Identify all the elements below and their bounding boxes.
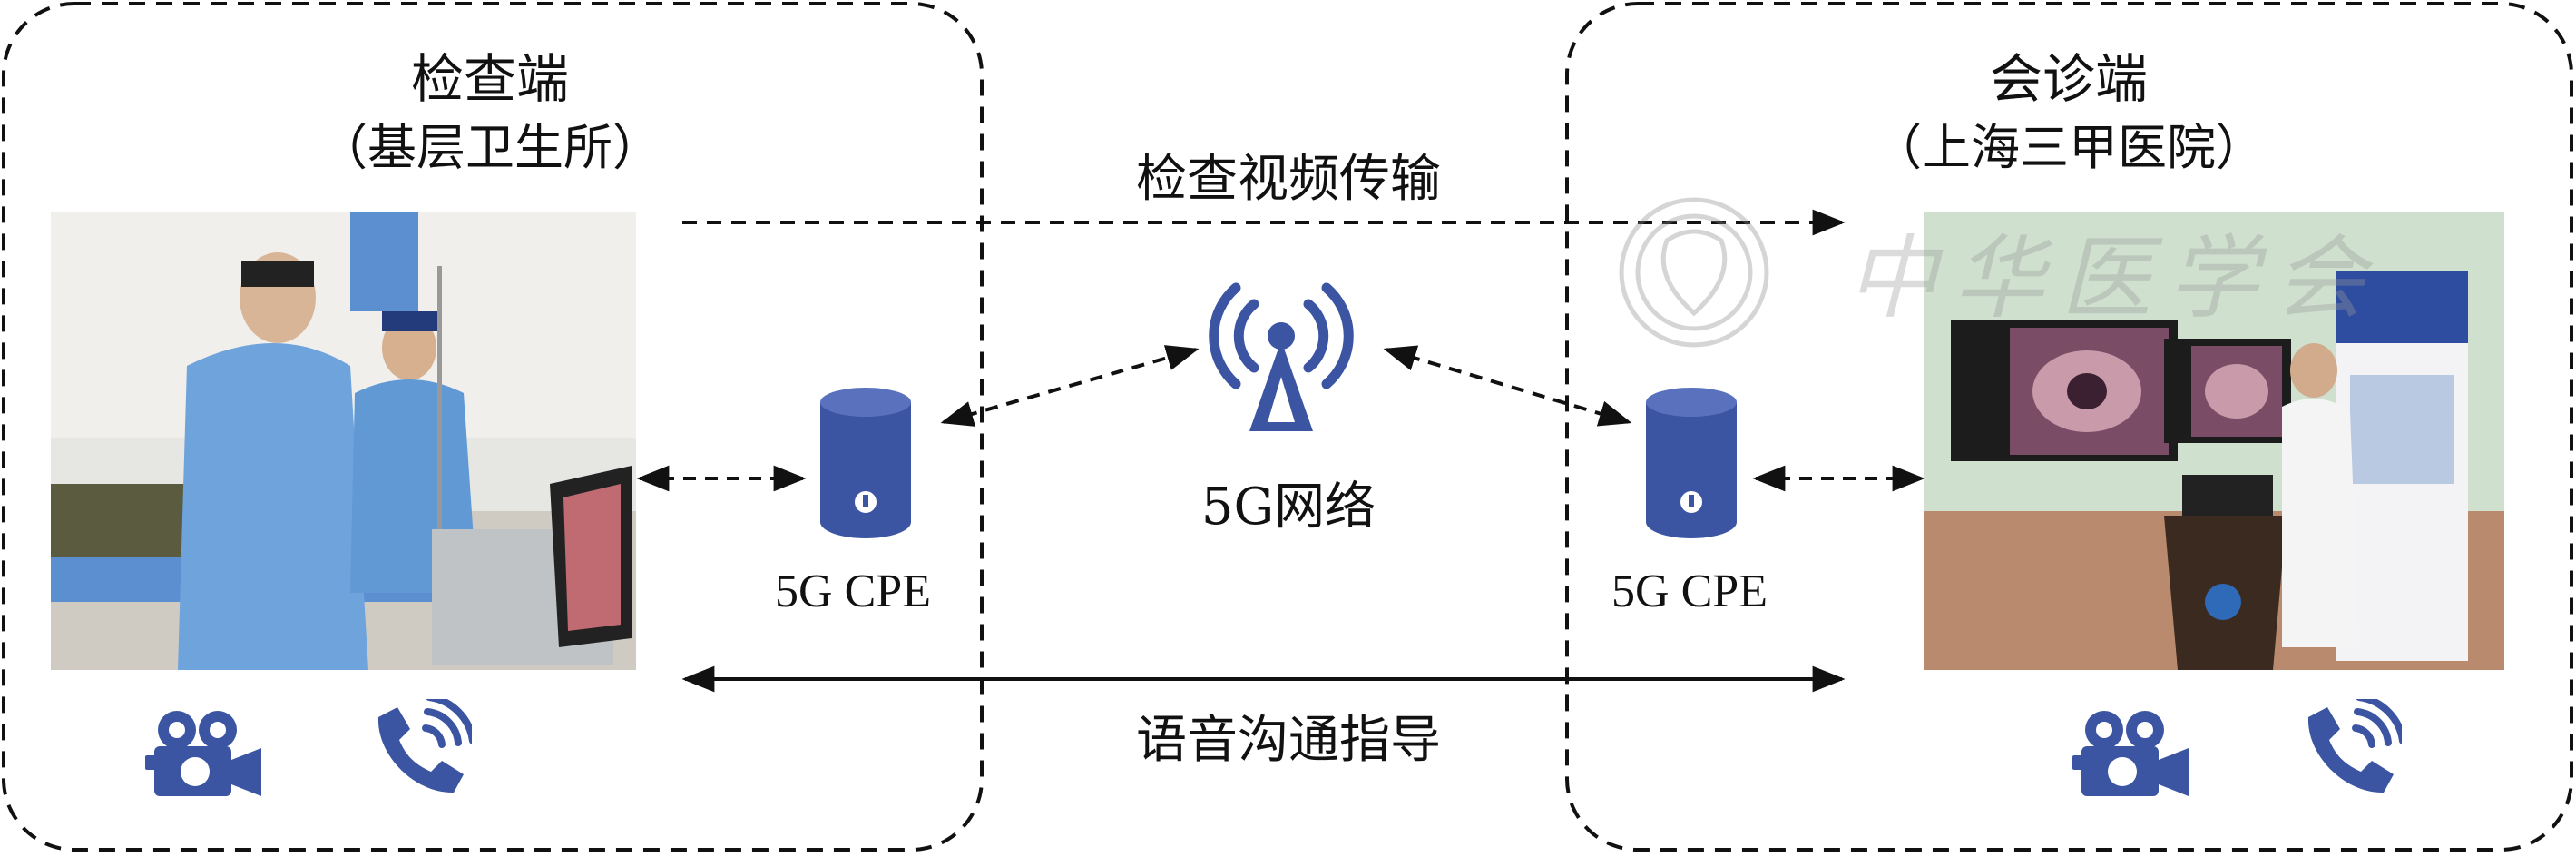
right-dashed-box	[1565, 2, 2573, 852]
left-phone-call-icon	[377, 699, 472, 793]
left-video-camera-icon	[145, 711, 261, 796]
left-subtitle: （基层卫生所）	[318, 119, 661, 176]
left-cpe-label: 5G CPE	[775, 566, 931, 617]
right-cpe-cylinder-icon	[1646, 388, 1737, 538]
right-subtitle: （上海三甲医院）	[1873, 119, 2265, 176]
right-cpe-label: 5G CPE	[1611, 566, 1768, 617]
right-title: 会诊端	[1989, 48, 2148, 110]
right-phone-call-icon	[2307, 699, 2402, 793]
voice-guidance-label: 语音沟通指导	[1136, 711, 1441, 770]
exam-site-photo	[51, 212, 636, 670]
right-video-camera-icon	[2072, 711, 2189, 796]
tower-right-cpe-link	[1383, 345, 1632, 427]
consult-site-photo	[1924, 212, 2504, 670]
network-label: 5G网络	[1200, 478, 1376, 537]
watermark-text: 中华医学会	[1846, 225, 2382, 331]
left-cpe-tower-link	[940, 345, 1200, 427]
antenna-tower-icon	[1209, 282, 1354, 431]
video-transmission-label: 检查视频传输	[1136, 150, 1441, 209]
left-title: 检查端	[410, 48, 569, 110]
watermark-seal-icon	[1619, 197, 1769, 348]
left-cpe-cylinder-icon	[820, 388, 911, 538]
left-dashed-box	[2, 2, 984, 852]
